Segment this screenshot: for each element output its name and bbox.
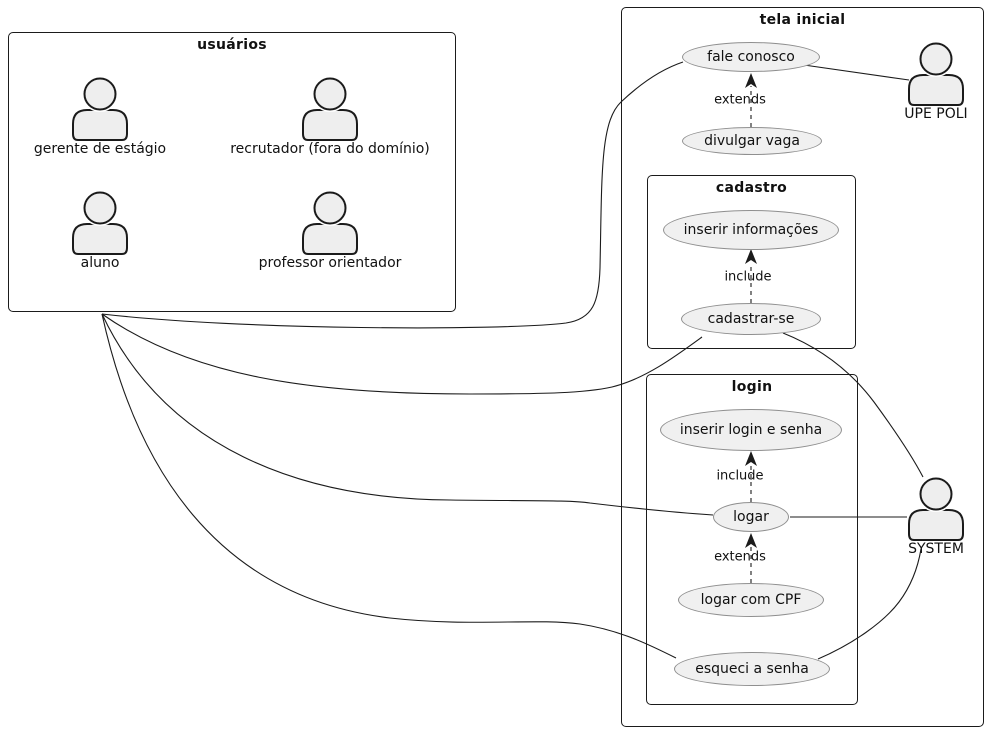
actor-gerente: gerente de estágio bbox=[34, 76, 166, 157]
person-icon bbox=[72, 76, 128, 141]
usecase-logar: logar bbox=[713, 502, 789, 532]
person-icon bbox=[72, 190, 128, 255]
usecase-fale-conosco: fale conosco bbox=[682, 42, 820, 72]
actor-aluno-label: aluno bbox=[80, 255, 120, 271]
actor-upe-poli: UPE POLI bbox=[904, 41, 968, 122]
edge-label-include: include bbox=[724, 269, 772, 285]
edge-label-include: include bbox=[716, 468, 764, 484]
usecase-logar-com-cpf: logar com CPF bbox=[678, 583, 824, 617]
usecase-inserir-login-e-senha: inserir login e senha bbox=[660, 409, 842, 451]
actor-upe-poli-label: UPE POLI bbox=[904, 106, 968, 122]
usecase-divulgar-vaga: divulgar vaga bbox=[682, 127, 822, 155]
actor-gerente-label: gerente de estágio bbox=[33, 141, 167, 157]
edge-usuarios-cadastrar-se bbox=[101, 313, 703, 395]
actor-aluno: aluno bbox=[70, 190, 130, 271]
edge-usuarios-esqueci-a-senha bbox=[101, 313, 677, 659]
person-icon bbox=[302, 190, 358, 255]
package-cadastro-title: cadastro bbox=[715, 180, 788, 196]
package-tela-inicial-title: tela inicial bbox=[759, 12, 846, 28]
package-login-title: login bbox=[731, 379, 773, 395]
usecase-cadastrar-se: cadastrar-se bbox=[681, 303, 821, 335]
usecase-esqueci-a-senha: esqueci a senha bbox=[674, 652, 830, 686]
person-icon bbox=[908, 476, 964, 541]
actor-professor: professor orientador bbox=[259, 190, 401, 271]
usecase-inserir-informacoes: inserir informações bbox=[663, 210, 839, 250]
package-usuarios-title: usuários bbox=[197, 37, 267, 53]
actor-recrutador-label: recrutador (fora do domínio) bbox=[230, 141, 430, 157]
person-icon bbox=[908, 41, 964, 106]
actor-system-label: SYSTEM bbox=[908, 541, 964, 557]
person-icon bbox=[302, 76, 358, 141]
edge-label-extends: extends bbox=[714, 92, 766, 108]
actor-recrutador: recrutador (fora do domínio) bbox=[230, 76, 430, 157]
edge-label-extends: extends bbox=[714, 549, 766, 565]
actor-system: SYSTEM bbox=[906, 476, 966, 557]
actor-professor-label: professor orientador bbox=[258, 255, 402, 271]
